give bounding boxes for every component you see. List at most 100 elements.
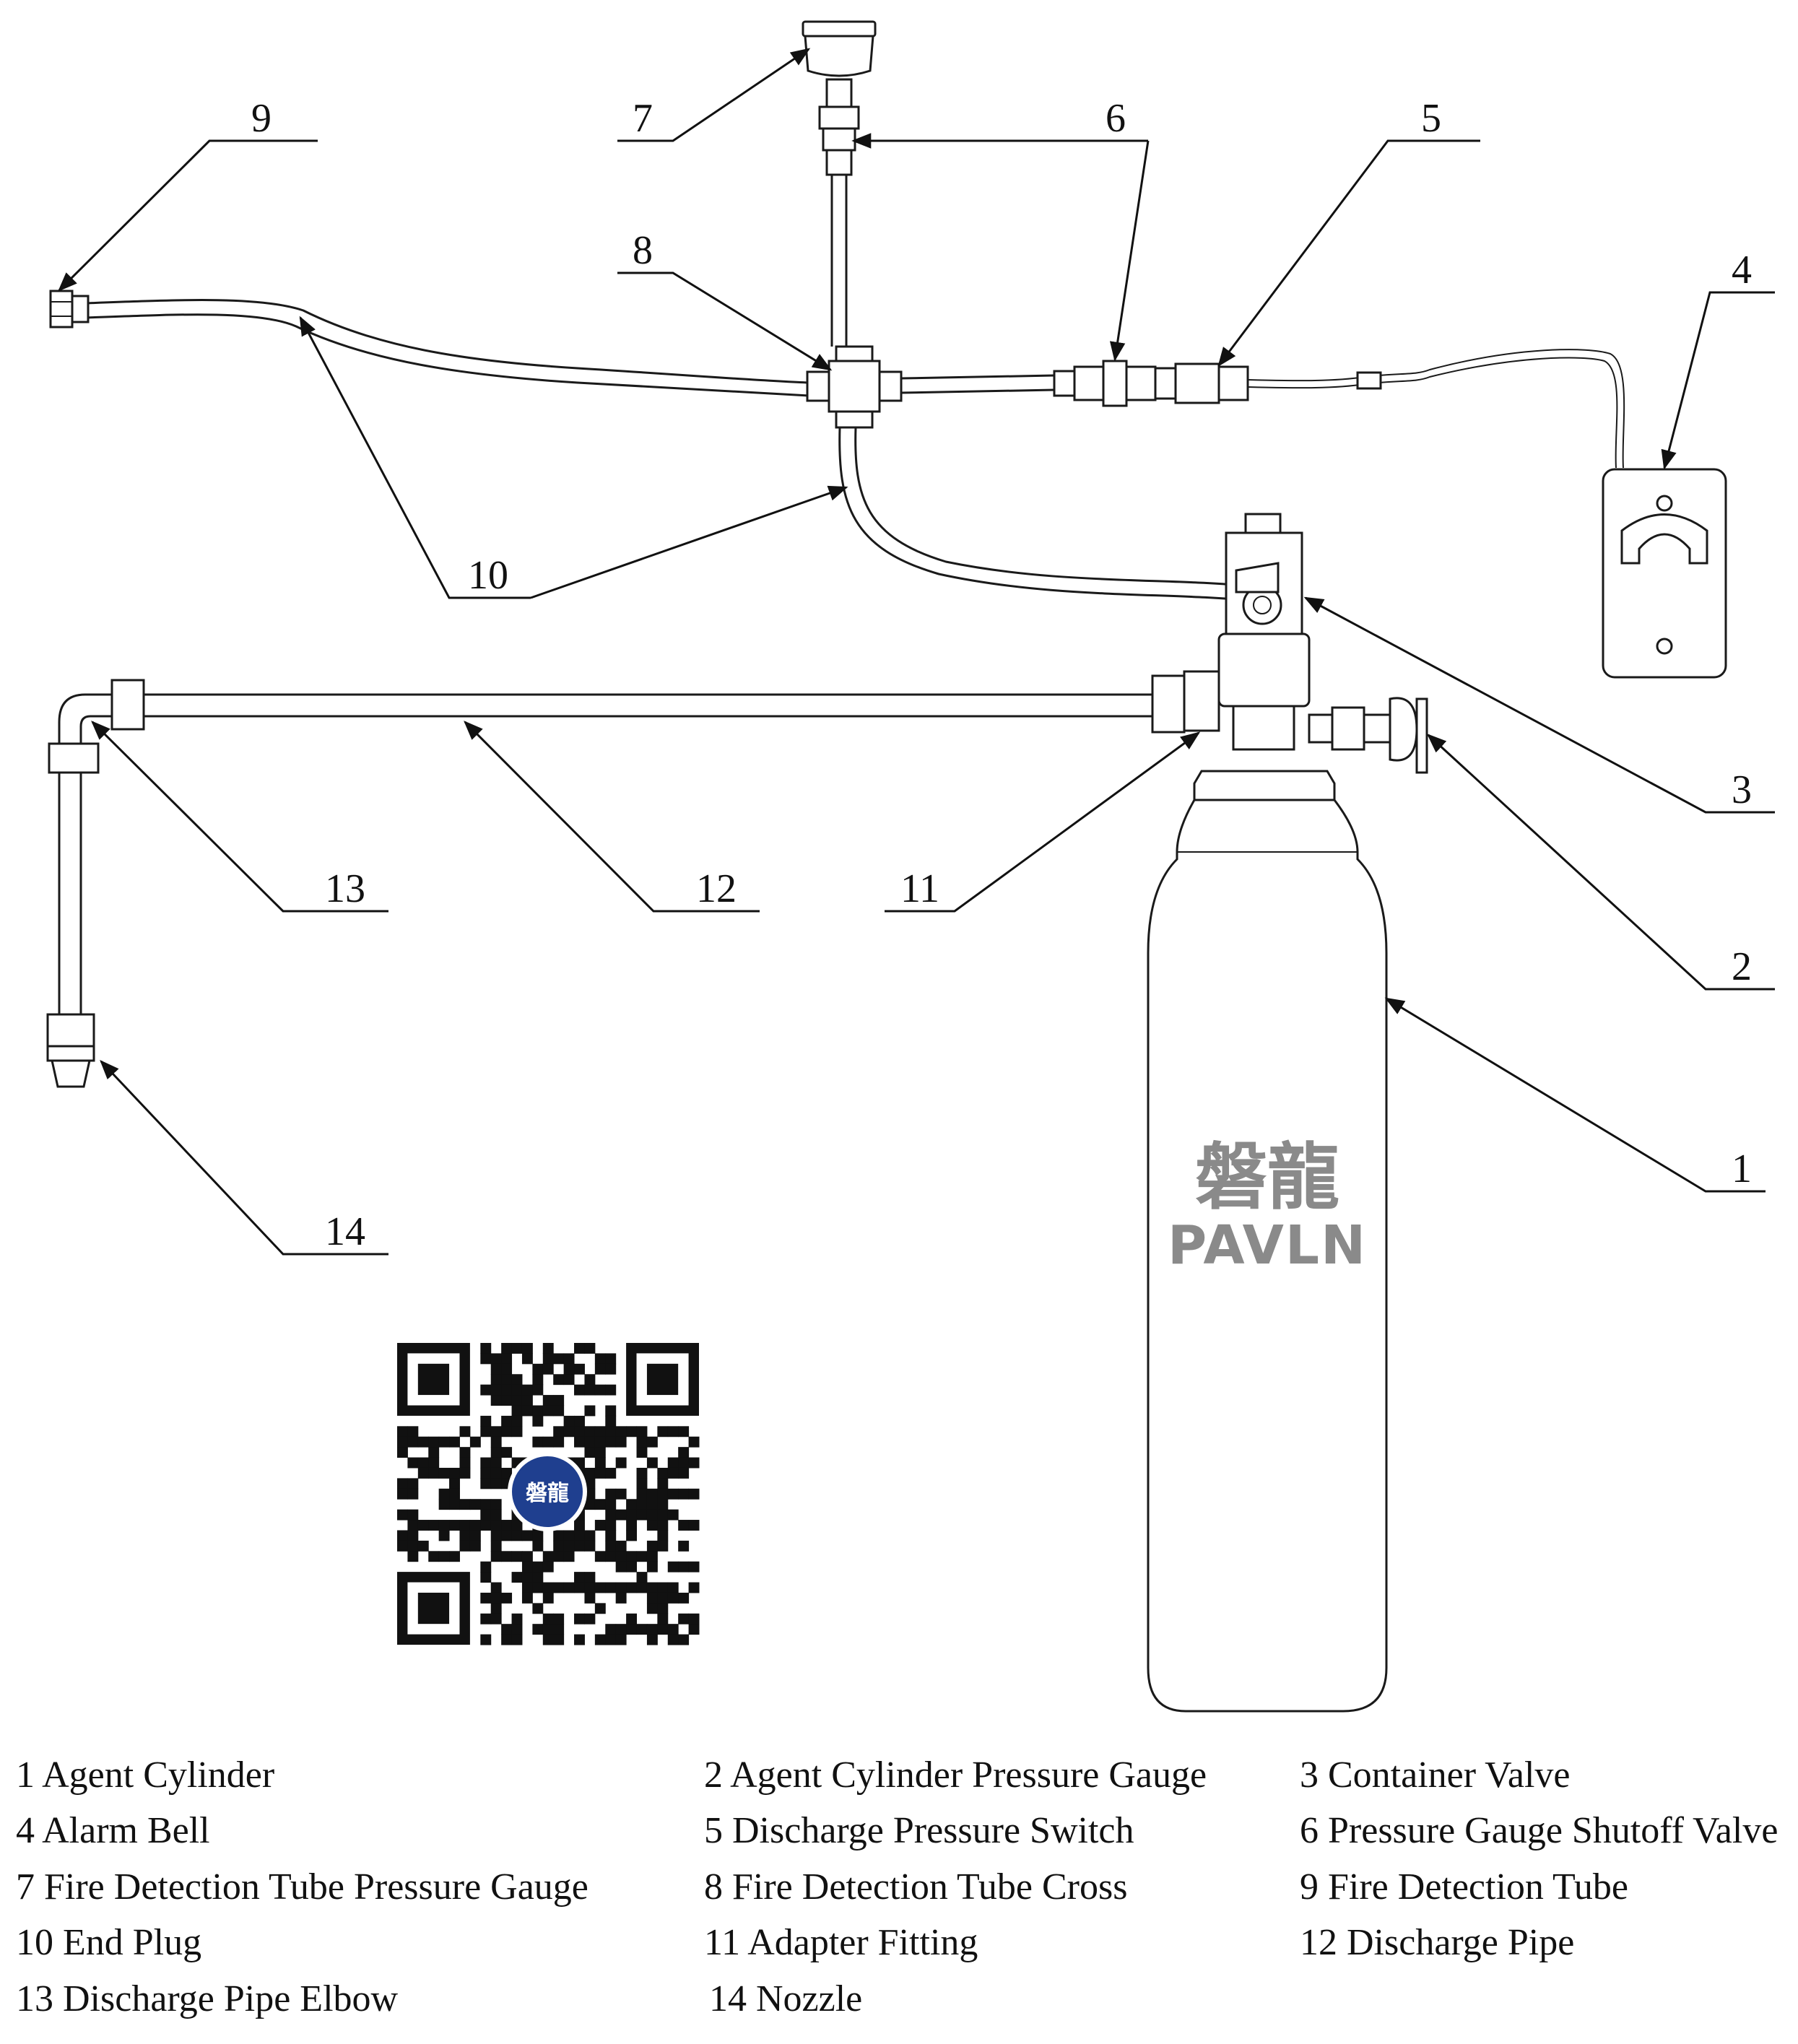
qr-module (605, 1582, 617, 1593)
qr-code (397, 1343, 700, 1645)
qr-module (480, 1478, 492, 1489)
legend-item-7: 7 Fire Detection Tube Pressure Gauge (16, 1866, 589, 1908)
qr-module (636, 1582, 648, 1593)
qr-module (438, 1488, 450, 1500)
qr-module (574, 1540, 585, 1552)
legend-item-14: 14 Nozzle (709, 1978, 862, 2019)
qr-module (511, 1551, 523, 1562)
qr-module (521, 1343, 533, 1354)
callout-7: 7 (633, 96, 653, 141)
qr-module (490, 1395, 502, 1406)
legend-item-13: 13 Discharge Pipe Elbow (16, 1978, 399, 2019)
qr-module (542, 1624, 554, 1635)
qr-module (615, 1634, 627, 1645)
qr-module (407, 1509, 419, 1521)
qr-module (501, 1363, 513, 1375)
qr-module (501, 1624, 513, 1635)
qr-module (688, 1520, 700, 1531)
qr-module (480, 1457, 492, 1469)
qr-module (574, 1520, 585, 1531)
qr-module (594, 1467, 606, 1479)
qr-module (657, 1467, 669, 1479)
legend-item-5: 5 Discharge Pressure Switch (704, 1810, 1134, 1851)
qr-module (646, 1551, 658, 1562)
qr-module (480, 1572, 492, 1583)
qr-module (542, 1353, 554, 1365)
qr-module (480, 1384, 492, 1396)
qr-module (646, 1509, 658, 1521)
legend-item-12: 12 Discharge Pipe (1300, 1922, 1574, 1963)
qr-module (490, 1499, 502, 1510)
qr-module (667, 1509, 679, 1521)
qr-module (678, 1488, 690, 1500)
valve-feed-tube (838, 427, 1250, 602)
qr-module (657, 1603, 669, 1614)
qr-module (490, 1457, 502, 1469)
switch-feed-tube (900, 374, 1055, 394)
qr-module (678, 1634, 690, 1645)
qr-module (646, 1363, 679, 1396)
qr-module (417, 1540, 429, 1552)
qr-module (417, 1520, 429, 1531)
qr-module (480, 1499, 492, 1510)
qr-module (449, 1499, 460, 1510)
qr-module (605, 1520, 617, 1531)
qr-module (553, 1613, 565, 1625)
qr-module (626, 1624, 638, 1635)
qr-module (459, 1447, 471, 1458)
qr-module (532, 1405, 544, 1417)
discharge-pipe-right-fitting (1151, 674, 1186, 734)
legend-item-9: 9 Fire Detection Tube (1300, 1866, 1628, 1908)
qr-badge (508, 1452, 587, 1531)
qr-module (615, 1436, 627, 1448)
qr-module (626, 1613, 638, 1625)
qr-module (574, 1343, 585, 1354)
qr-module (574, 1634, 585, 1645)
qr-module (657, 1530, 669, 1541)
qr-module (511, 1572, 523, 1583)
qr-module (397, 1426, 408, 1438)
qr-module (574, 1530, 585, 1541)
qr-module (563, 1582, 575, 1593)
qr-module (397, 1540, 408, 1552)
qr-module (605, 1540, 617, 1552)
qr-module (584, 1499, 596, 1510)
qr-module (615, 1509, 627, 1521)
qr-module (469, 1436, 481, 1448)
qr-module (678, 1447, 690, 1458)
qr-module (449, 1478, 460, 1489)
qr-module (594, 1363, 606, 1375)
qr-module (511, 1343, 523, 1354)
alarm-bell (1602, 468, 1727, 679)
qr-module (615, 1488, 627, 1500)
brand-logo-cn: 磐龍 (1195, 1135, 1339, 1219)
qr-module (574, 1613, 585, 1625)
qr-module (563, 1551, 575, 1562)
qr-module (594, 1582, 606, 1593)
alarm-wire (1247, 349, 1625, 469)
qr-module (449, 1436, 460, 1448)
qr-module (501, 1374, 513, 1386)
qr-module (490, 1551, 502, 1562)
qr-module (584, 1447, 596, 1458)
qr-module (563, 1540, 575, 1552)
qr-module (417, 1457, 429, 1469)
qr-module (553, 1405, 565, 1417)
qr-module (688, 1561, 700, 1573)
qr-module (480, 1509, 492, 1521)
qr-module (521, 1582, 533, 1593)
qr-module (553, 1624, 565, 1635)
qr-module (636, 1478, 648, 1489)
qr-module (397, 1509, 408, 1521)
qr-module (532, 1603, 544, 1614)
qr-module (417, 1592, 450, 1625)
qr-module (542, 1634, 554, 1645)
qr-module (636, 1509, 648, 1521)
qr-module (657, 1426, 669, 1438)
qr-module (615, 1624, 627, 1635)
legend-item-11: 11 Adapter Fitting (704, 1922, 978, 1963)
qr-module (574, 1572, 585, 1583)
qr-module (657, 1624, 669, 1635)
qr-module (501, 1353, 513, 1365)
qr-module (646, 1540, 658, 1552)
